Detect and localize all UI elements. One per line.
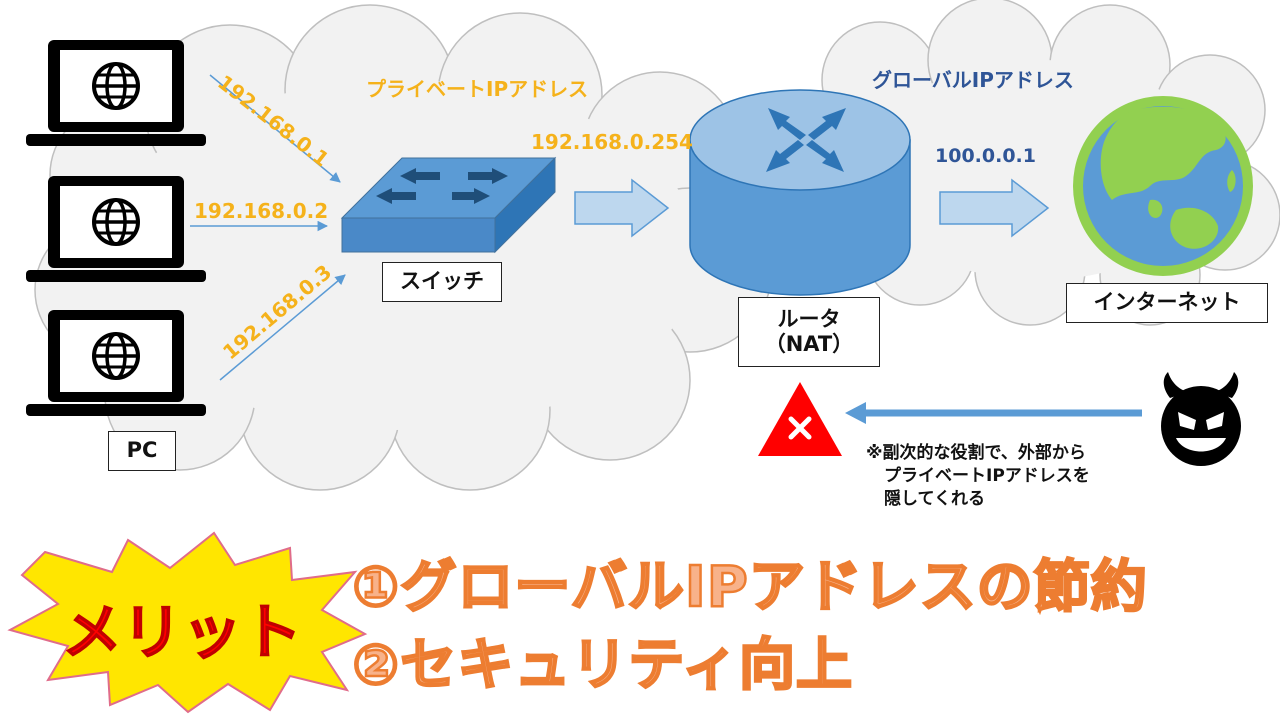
router-private-ip-label: 192.168.0.254 bbox=[531, 130, 693, 154]
note-line: 隠してくれる bbox=[884, 488, 985, 509]
flow-arrow bbox=[574, 178, 670, 238]
devil-face-icon bbox=[1161, 372, 1241, 466]
global-ip-heading: グローバルIPアドレス bbox=[872, 68, 1074, 92]
merit-item: ②セキュリティ向上 bbox=[351, 632, 854, 700]
laptop-icon bbox=[26, 38, 206, 148]
private-ip-heading: プライベートIPアドレス bbox=[366, 77, 589, 101]
router-label: ルータ （NAT） bbox=[738, 297, 880, 367]
note-line: プライベートIPアドレスを bbox=[884, 465, 1090, 486]
switch-icon bbox=[340, 156, 557, 254]
merit-item: ①グローバルIPアドレスの節約 bbox=[351, 554, 1148, 622]
merit-starburst bbox=[7, 531, 368, 714]
link-line bbox=[209, 74, 341, 183]
flow-arrow bbox=[939, 178, 1050, 238]
laptop-icon bbox=[26, 308, 206, 418]
laptop-icon bbox=[26, 174, 206, 284]
blocked-warning-icon bbox=[758, 382, 842, 456]
pc-ip-label: 192.168.0.2 bbox=[194, 199, 329, 223]
pc-label: PC bbox=[108, 431, 176, 471]
switch-label: スイッチ bbox=[382, 262, 502, 302]
nat-side-effect-note: ※副次的な役割で、外部から プライベートIPアドレスを 隠してくれる bbox=[866, 442, 1090, 511]
merit-title: メリット bbox=[61, 597, 303, 669]
internet-label: インターネット bbox=[1066, 283, 1268, 323]
router-global-ip-label: 100.0.0.1 bbox=[935, 145, 1036, 167]
note-line: ※副次的な役割で、外部から bbox=[866, 443, 1086, 463]
internet-globe-icon bbox=[1073, 96, 1253, 276]
link-line bbox=[219, 274, 346, 381]
router-icon bbox=[689, 89, 911, 296]
